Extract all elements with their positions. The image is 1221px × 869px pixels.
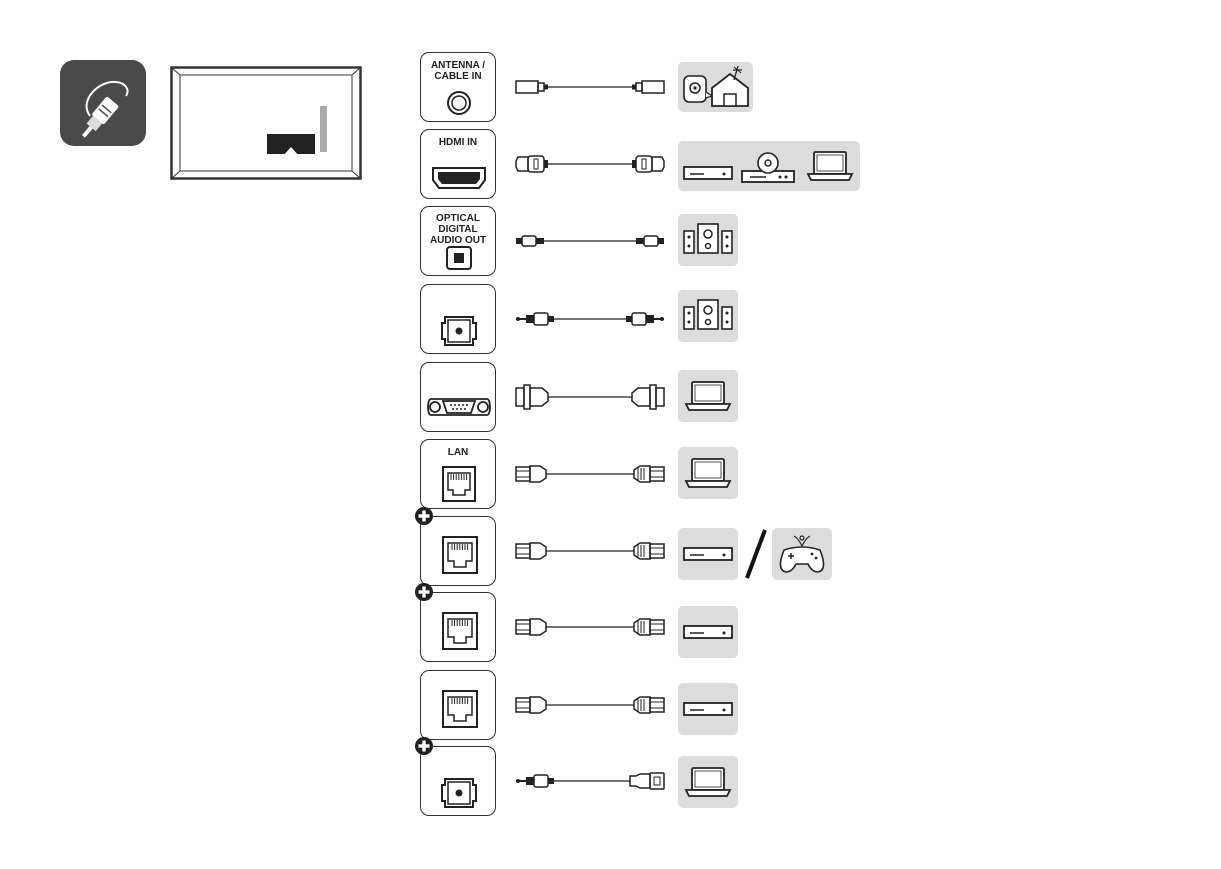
port-label: LAN [421, 447, 495, 458]
rs232-port-icon-glyph [421, 363, 495, 431]
hdmi-cable-icon [514, 149, 666, 179]
audio-jack-port-icon-glyph [421, 285, 495, 353]
audio-3.5mm-cable-icon [514, 304, 666, 334]
set-top-box-icon [678, 141, 738, 196]
device-group [678, 141, 860, 191]
set-top-box-icon [678, 528, 738, 580]
coax-port-icon: ANTENNA / CABLE IN [420, 52, 496, 122]
plus-circle-icon [414, 506, 434, 526]
port-label: HDMI IN [421, 137, 495, 148]
rj45-port-icon-glyph [421, 593, 495, 661]
lan-cable-icon [514, 612, 666, 642]
lan-cable-icon [514, 690, 666, 720]
rs232-port-icon [420, 362, 496, 432]
game-controller-icon [772, 528, 832, 580]
laptop-icon [800, 141, 860, 196]
set-top-box-icon [678, 683, 738, 735]
laptop-icon [678, 756, 738, 808]
lan-port-icon: LAN [420, 439, 496, 509]
audio-jack-port-icon [420, 746, 496, 816]
rj45-port-icon [420, 516, 496, 586]
rj45-port-icon-glyph [421, 671, 495, 739]
speaker-system-icon [678, 214, 738, 266]
laptop-icon [678, 370, 738, 422]
audio-jack-port-icon [420, 284, 496, 354]
tv-rear-panel-icon [170, 66, 362, 180]
optical-cable-icon [514, 226, 666, 256]
rj45-port-icon-glyph [421, 517, 495, 585]
coax-cable-icon [514, 72, 666, 102]
speaker-system-icon [678, 290, 738, 342]
plus-circle-icon [414, 736, 434, 756]
antenna-house-icon [678, 62, 753, 117]
hdmi-port-icon: HDMI IN [420, 129, 496, 199]
jack-to-usb-cable-icon [514, 766, 666, 796]
dvd-player-icon [738, 141, 798, 196]
lan-cable-icon [514, 536, 666, 566]
optical-port-icon: OPTICAL DIGITAL AUDIO OUT [420, 206, 496, 276]
rj45-port-icon [420, 670, 496, 740]
lan-cable-icon [514, 459, 666, 489]
laptop-icon [678, 447, 738, 499]
rj45-port-icon [420, 592, 496, 662]
plus-circle-icon [414, 582, 434, 602]
rs232-cable-icon [514, 382, 666, 412]
connection-cable-icon [60, 60, 146, 146]
audio-jack-port-icon-glyph [421, 747, 495, 815]
device-group [678, 62, 753, 112]
set-top-box-icon [678, 606, 738, 658]
port-label: OPTICAL DIGITAL AUDIO OUT [421, 213, 495, 246]
port-label: ANTENNA / CABLE IN [421, 60, 495, 82]
or-slash-icon [741, 528, 771, 580]
